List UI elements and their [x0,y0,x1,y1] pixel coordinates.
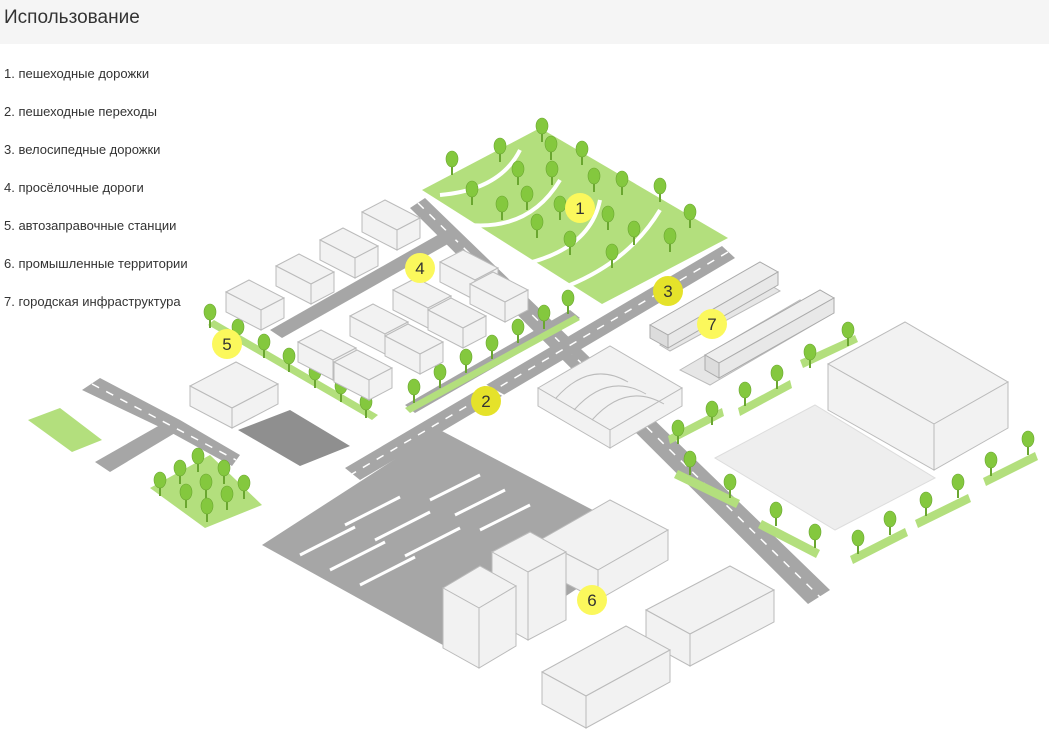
legend-item-crosswalks[interactable]: 2. пешеходные переходы [4,104,158,119]
industrial-buildings [441,321,1010,729]
legend-item-city-infrastructure[interactable]: 7. городская инфраструктура [4,294,181,309]
marker-6-circle [577,585,607,615]
legend-item-gas-stations[interactable]: 5. автозаправочные станции [4,218,177,233]
marker-4-label: 4 [415,259,424,278]
marker-4-circle [405,253,435,283]
marker-3-circle [653,276,683,306]
marker-6-label: 6 [587,591,596,610]
marker-1[interactable]: 1 [565,193,595,223]
marker-2-label: 2 [481,392,490,411]
marker-2[interactable]: 2 [471,386,501,416]
legend-item-industrial-zones[interactable]: 6. промышленные территории [4,256,188,271]
marker-4[interactable]: 4 [405,253,435,283]
marker-1-circle [565,193,595,223]
usage-legend: 1. пешеходные дорожки 2. пешеходные пере… [4,66,188,332]
marker-7-label: 7 [707,315,716,334]
marker-2-circle [471,386,501,416]
marker-5-label: 5 [222,335,231,354]
legend-item-country-roads[interactable]: 4. просёлочные дороги [4,180,144,195]
marker-7-circle [697,309,727,339]
marker-7[interactable]: 7 [697,309,727,339]
legend-item-footpaths[interactable]: 1. пешеходные дорожки [4,66,150,81]
residential-buildings [188,199,530,429]
marker-1-label: 1 [575,199,584,218]
marker-5-circle [212,329,242,359]
legend-item-bike-paths[interactable]: 3. велосипедные дорожки [4,142,161,157]
marker-3-label: 3 [663,282,672,301]
page-header: Использование [0,0,1049,44]
marker-3[interactable]: 3 [653,276,683,306]
warehouse [537,345,683,449]
page-title: Использование [4,7,140,28]
isometric-city-map: 1 2 3 4 5 6 7 [28,117,1038,729]
marker-5[interactable]: 5 [212,329,242,359]
parking-spaces [299,473,531,587]
marker-6[interactable]: 6 [577,585,607,615]
railway [648,261,836,386]
